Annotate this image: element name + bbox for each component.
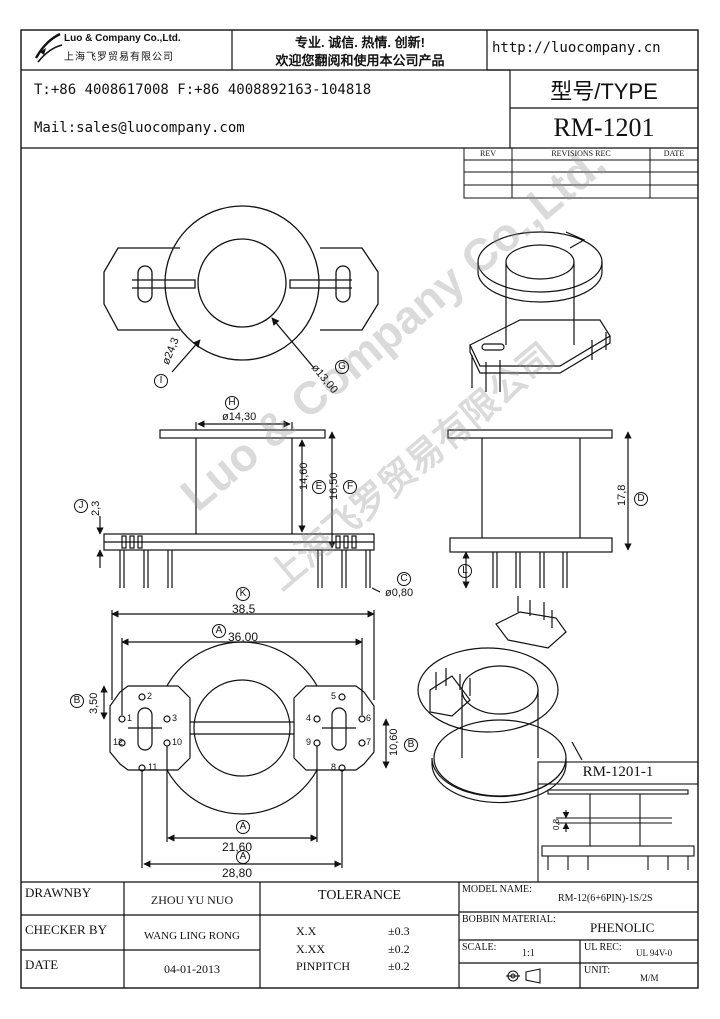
email-link[interactable]: Mail:sales@luocompany.com xyxy=(34,120,245,136)
drawnby-label: DRAWNBY xyxy=(25,885,92,900)
dim-detail: 0,8 xyxy=(552,818,561,830)
dim-bottom-outer: 28,80 xyxy=(222,866,253,880)
sheet-frame xyxy=(20,29,699,989)
slogan-line-2: 欢迎您翻阅和使用本公司产品 xyxy=(275,53,445,68)
dim-tag-l: L xyxy=(458,564,472,578)
pin-label: 2 xyxy=(147,691,153,701)
tolerance-label: TOLERANCE xyxy=(318,888,401,903)
pin-label: 11 xyxy=(148,762,158,772)
dim-tag-c: C xyxy=(397,572,411,586)
bottom-view xyxy=(100,610,390,868)
pin-label: 1 xyxy=(127,713,133,723)
pin-label: 9 xyxy=(306,737,312,747)
title-block xyxy=(21,881,698,988)
tol-pinpitch-label: PINPITCH xyxy=(296,959,351,973)
dim-tag-j: J xyxy=(74,499,88,513)
dim-tag-a3: A xyxy=(236,850,250,864)
dim-bottom-width: 38,5 xyxy=(232,602,256,616)
pin-label: 4 xyxy=(306,713,312,723)
tol-xxx-value: ±0.2 xyxy=(388,942,410,956)
dim-tag-d: D xyxy=(634,492,648,506)
rev-header: REV xyxy=(480,149,496,158)
dim-tag-g: G xyxy=(335,360,349,374)
dim-flange: 2,3 xyxy=(90,500,102,516)
projection-symbol-icon xyxy=(506,968,541,984)
revision-table xyxy=(463,147,699,199)
dim-tag-a2: A xyxy=(236,820,250,834)
scale-value: 1:1 xyxy=(522,948,535,959)
pin-label: 6 xyxy=(366,713,372,723)
date-label: DATE xyxy=(25,957,59,972)
unit-label: UNIT: xyxy=(584,965,611,976)
model-name-label: MODEL NAME: xyxy=(462,884,532,895)
dim-tag-b2: B xyxy=(404,738,418,752)
detail-title: RM-1201-1 xyxy=(582,764,654,780)
detail-view xyxy=(537,761,699,882)
dim-side-h1: 14,60 xyxy=(298,462,310,490)
dim-tag-i: I xyxy=(154,374,168,388)
ul-rec-value: UL 94V-0 xyxy=(636,948,673,958)
type-label: 型号/TYPE xyxy=(550,79,658,104)
dim-tag-a1: A xyxy=(212,624,226,638)
dim-tag-f: F xyxy=(343,480,357,494)
tol-pinpitch-value: ±0.2 xyxy=(388,959,410,973)
logo-icon xyxy=(34,32,63,63)
checker-value: WANG LING RONG xyxy=(144,930,240,942)
dim-pin: ø0,80 xyxy=(385,587,414,599)
dim-tag-e: E xyxy=(312,480,326,494)
side-view-right xyxy=(447,429,632,589)
ul-rec-label: UL REC: xyxy=(584,942,622,953)
drawnby-value: ZHOU YU NUO xyxy=(150,893,234,907)
pin-label: 12 xyxy=(113,737,124,747)
dim-tag-h: H xyxy=(225,396,239,410)
model-name-value: RM-12(6+6PIN)-1S/2S xyxy=(558,893,653,904)
dim-bottom-height: 3,50 xyxy=(88,692,100,714)
company-name-cn: 上海飞罗贸易有限公司 xyxy=(64,52,174,63)
pin-label: 8 xyxy=(331,762,337,772)
pin-label: 5 xyxy=(331,691,337,701)
company-name-en: Luo & Company Co.,Ltd. xyxy=(64,33,181,44)
tol-xxx-label: X.XX xyxy=(296,942,325,956)
pin-label: 3 xyxy=(172,713,178,723)
slogan-line-1: 专业. 诚信. 热情. 创新! xyxy=(294,35,425,50)
pin-label: 10 xyxy=(172,737,183,747)
pin-label: 7 xyxy=(366,737,372,747)
dim-bottom-side: 10,60 xyxy=(388,728,400,756)
unit-value: M/M xyxy=(640,973,659,983)
dim-tag-k: K xyxy=(236,587,250,601)
revisions-rec-header: REVISIONS REC xyxy=(551,149,611,158)
bobbin-material-label: BOBBIN MATERIAL: xyxy=(462,914,556,925)
dim-bottom-pitch: 36,00 xyxy=(228,630,259,644)
website-link[interactable]: http://luocompany.cn xyxy=(492,40,661,56)
phone-fax: T:+86 4008617008 F:+86 4008892163-104818 xyxy=(34,82,372,98)
dim-side-width: ø14,30 xyxy=(222,411,257,423)
checker-label: CHECKER BY xyxy=(25,922,107,937)
isometric-view-bottom xyxy=(417,596,583,804)
dim-total-height: 17,8 xyxy=(616,484,628,506)
tol-xx-value: ±0.3 xyxy=(388,924,410,938)
dim-tag-b1: B xyxy=(70,694,84,708)
model-number: RM-1201 xyxy=(553,113,655,142)
top-view xyxy=(103,205,379,373)
dim-side-h2: 16,50 xyxy=(328,472,340,500)
date-value: 04-01-2013 xyxy=(164,962,220,976)
bobbin-material-value: PHENOLIC xyxy=(590,920,655,935)
scale-label: SCALE: xyxy=(462,942,497,953)
tol-xx-label: X.X xyxy=(296,924,317,938)
side-view-left xyxy=(96,420,381,593)
date-header: DATE xyxy=(663,149,685,158)
isometric-view-top xyxy=(469,231,611,392)
